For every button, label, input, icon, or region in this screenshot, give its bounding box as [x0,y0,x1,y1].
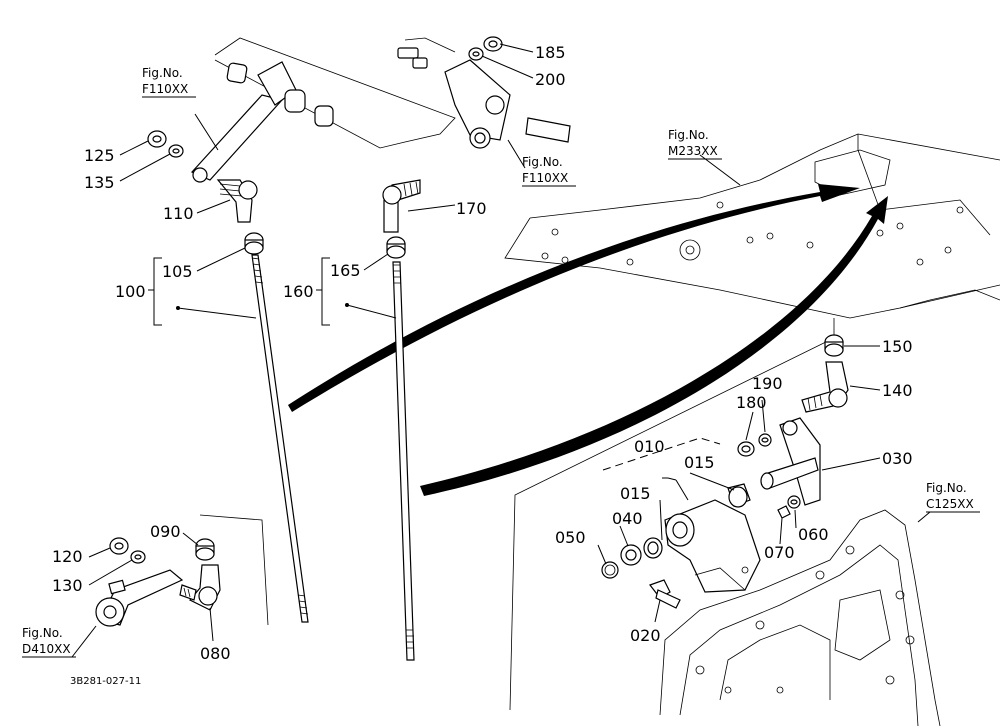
chassis-frame-m233 [504,133,1000,319]
part-label-100: 100 [115,282,146,301]
part-label-180: 180 [736,393,767,412]
part-label-120: 120 [52,547,83,566]
part-label-050: 050 [555,528,586,547]
part-label-170: 170 [456,199,487,218]
part-label-010: 010 [634,437,665,456]
bushing-015-lower [643,537,663,559]
rod-160 [392,261,415,661]
part-label-060: 060 [798,525,829,544]
svg-text:F110XX: F110XX [522,171,568,185]
svg-text:Fig.No.: Fig.No. [22,626,63,640]
ball-joint-110 [216,179,258,223]
part-label-015-upper: 015 [684,453,715,472]
rod-100 [251,254,309,623]
washer-040 [620,544,642,566]
washer-060 [787,495,801,509]
leader-lines [71,43,931,658]
fig-ref-d410: Fig.No. D410XX [22,626,76,658]
snap-ring-050 [601,561,619,579]
lever-030 [760,417,821,506]
fig-ref-m233: Fig.No. M233XX [668,128,722,160]
svg-text:Fig.No.: Fig.No. [668,128,709,142]
part-label-125: 125 [84,146,115,165]
part-label-070: 070 [764,543,795,562]
nut-120 [109,537,129,555]
svg-text:Fig.No.: Fig.No. [522,155,563,169]
part-label-140: 140 [882,381,913,400]
pedal-arm-left [190,61,334,183]
svg-text:D410XX: D410XX [22,642,71,656]
part-label-165: 165 [330,261,361,280]
washer-200 [468,47,484,61]
top-pedal-frame-outline [214,37,456,149]
nut-165 [386,236,406,259]
nut-090 [195,538,215,561]
washer-130 [130,550,146,564]
diagram-code: 3B281-027-11 [70,676,141,687]
bracket-160 [316,257,330,326]
ball-joint-170 [382,179,421,233]
part-label-160: 160 [283,282,314,301]
nut-180 [737,441,755,457]
part-label-015-lower: 015 [620,484,651,503]
fig-ref-c125: Fig.No. C125XX [926,481,980,513]
bracket-100 [148,257,162,326]
part-label-200: 200 [535,70,566,89]
svg-text:C125XX: C125XX [926,497,974,511]
part-label-110: 110 [163,204,194,223]
svg-text:F110XX: F110XX [142,82,188,96]
svg-text:Fig.No.: Fig.No. [926,481,967,495]
bushing-015-upper [727,483,751,508]
fig-ref-f110-mid: Fig.No. F110XX [522,155,576,187]
svg-text:Fig.No.: Fig.No. [142,66,183,80]
bolt-020 [649,579,681,609]
part-label-105: 105 [162,262,193,281]
ball-joint-140 [801,361,849,413]
part-label-190: 190 [752,374,783,393]
part-labels: 185 200 125 135 110 170 105 165 100 160 … [52,43,913,663]
part-label-040: 040 [612,509,643,528]
part-label-130: 130 [52,576,83,595]
center-frame-lines [199,318,835,711]
nut-125 [147,130,167,148]
washer-135 [168,144,184,158]
housing-010 [664,499,761,593]
part-label-030: 030 [882,449,913,468]
part-label-090: 090 [150,522,181,541]
arm-d410 [95,569,184,627]
pedal-arm-right [397,47,571,149]
part-label-080: 080 [200,644,231,663]
fig-ref-f110-top: Fig.No. F110XX [142,66,196,98]
nut-150 [824,334,844,357]
pin-070 [777,505,791,519]
part-label-185: 185 [535,43,566,62]
svg-text:M233XX: M233XX [668,144,718,158]
washer-190 [758,433,772,447]
ball-joint-080 [179,564,221,611]
part-label-135: 135 [84,173,115,192]
transmission-housing-c125 [659,509,941,726]
part-label-150: 150 [882,337,913,356]
part-label-020: 020 [630,626,661,645]
nut-185 [483,36,503,52]
nut-105 [244,232,264,255]
